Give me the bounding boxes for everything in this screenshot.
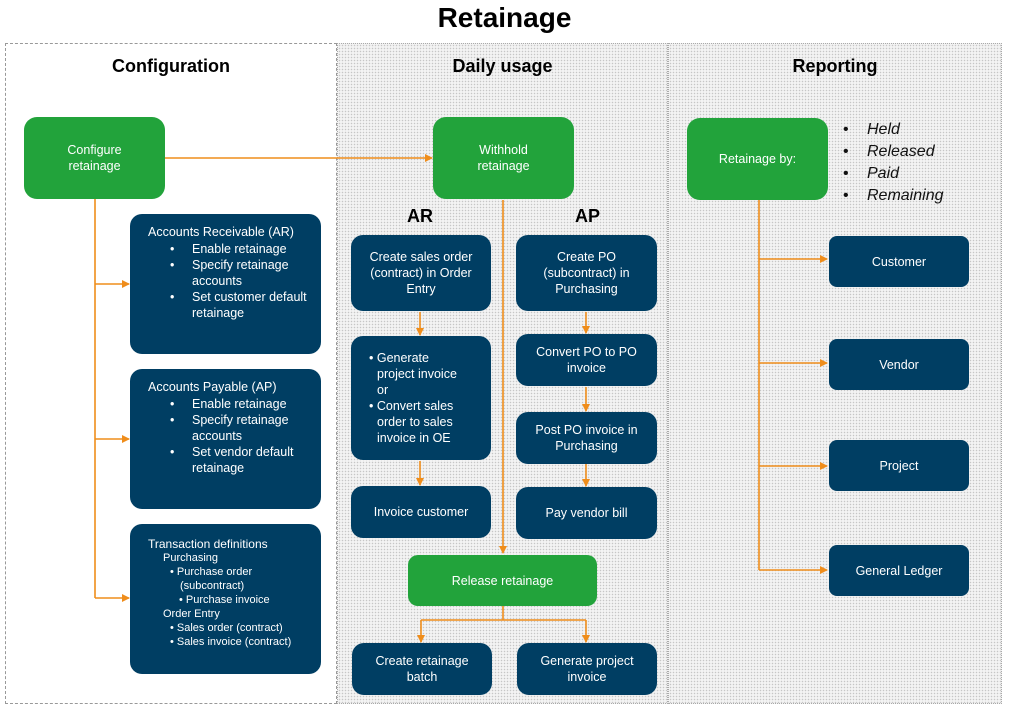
generate-invoice-box: • Generate project invoice or • Convert … [351, 336, 491, 460]
release-retainage-box: Release retainage [408, 555, 597, 606]
create-po-box: Create PO (subcontract) in Purchasing [516, 235, 657, 311]
release-retainage-label: Release retainage [451, 573, 554, 588]
ar-label: AR [407, 206, 433, 226]
ap-config-box: Accounts Payable (AP) Enable retainage S… [130, 369, 321, 509]
diagram-title: Retainage [437, 2, 572, 33]
post-po-label: Post PO invoice in Purchasing [535, 423, 638, 453]
retainage-by-box: Retainage by: [687, 118, 828, 200]
td-purchase-invoice: • Purchase invoice [179, 594, 270, 606]
configure-retainage-label: Configure retainage [67, 143, 122, 173]
ar-config-item: Specify retainage accounts [170, 257, 311, 289]
general-ledger-label: General Ledger [855, 563, 943, 578]
ap-label: AP [575, 206, 601, 226]
invoice-customer-label: Invoice customer [373, 505, 469, 519]
ar-config-heading: Accounts Receivable (AR) [148, 225, 294, 239]
create-retainage-batch-box: Create retainage batch [352, 643, 492, 695]
withhold-retainage-box: Withhold retainage [433, 117, 574, 199]
ap-config-heading: Accounts Payable (AP) [148, 380, 277, 394]
configure-retainage-box: Configure retainage [24, 117, 165, 199]
transaction-definitions-box: Transaction definitions Purchasing • Pur… [130, 524, 321, 674]
vendor-box: Vendor [829, 339, 969, 390]
status-item: Paid [843, 163, 943, 185]
pay-vendor-label: Pay vendor bill [545, 506, 628, 520]
daily-usage-heading: Daily usage [452, 56, 553, 76]
td-purchase-order: • Purchase order [170, 566, 253, 578]
ar-config-item: Set customer default retainage [170, 289, 311, 321]
generate-invoice-line: or [377, 383, 389, 397]
configuration-heading: Configuration [112, 56, 230, 76]
create-sales-order-box: Create sales order (contract) in Order E… [351, 235, 491, 311]
td-sales-invoice: • Sales invoice (contract) [170, 636, 292, 648]
withhold-retainage-label: Withhold retainage [477, 143, 530, 173]
project-box: Project [829, 440, 969, 491]
status-item: Held [843, 119, 943, 141]
ap-config-item: Enable retainage [170, 396, 311, 412]
convert-po-box: Convert PO to PO invoice [516, 334, 657, 386]
td-heading: Transaction definitions [148, 537, 268, 551]
td-order-entry: Order Entry [163, 608, 220, 620]
retainage-status-list: Held Released Paid Remaining [843, 119, 943, 207]
td-sales-order: • Sales order (contract) [170, 622, 283, 634]
post-po-box: Post PO invoice in Purchasing [516, 412, 657, 464]
convert-po-label: Convert PO to PO invoice [536, 345, 637, 375]
create-po-label: Create PO (subcontract) in Purchasing [543, 250, 630, 296]
ar-config-item: Enable retainage [170, 241, 311, 257]
generate-invoice-line: project invoice [377, 367, 457, 381]
retainage-by-label: Retainage by: [718, 152, 797, 166]
generate-invoice-line: • Generate [369, 351, 429, 365]
ap-config-item: Specify retainage accounts [170, 412, 311, 444]
invoice-customer-box: Invoice customer [351, 486, 491, 538]
reporting-heading: Reporting [792, 56, 878, 76]
generate-project-invoice-box: Generate project invoice [517, 643, 657, 695]
ap-config-item: Set vendor default retainage [170, 444, 311, 476]
ar-config-box: Accounts Receivable (AR) Enable retainag… [130, 214, 321, 354]
create-sales-order-label: Create sales order (contract) in Order E… [369, 250, 473, 296]
generate-invoice-line: invoice in OE [377, 431, 451, 445]
td-purchase-order-sub: (subcontract) [180, 580, 245, 592]
generate-invoice-line: order to sales [377, 415, 453, 429]
customer-box: Customer [829, 236, 969, 287]
generate-invoice-line: • Convert sales [369, 399, 454, 413]
create-retainage-batch-label: Create retainage batch [375, 654, 469, 684]
general-ledger-box: General Ledger [829, 545, 969, 596]
status-item: Remaining [843, 185, 943, 207]
vendor-label: Vendor [879, 357, 919, 372]
project-label: Project [879, 458, 919, 473]
generate-project-invoice-label: Generate project invoice [540, 654, 634, 684]
pay-vendor-box: Pay vendor bill [516, 487, 657, 539]
status-item: Released [843, 141, 943, 163]
td-purchasing: Purchasing [163, 552, 219, 564]
customer-label: Customer [871, 254, 927, 269]
